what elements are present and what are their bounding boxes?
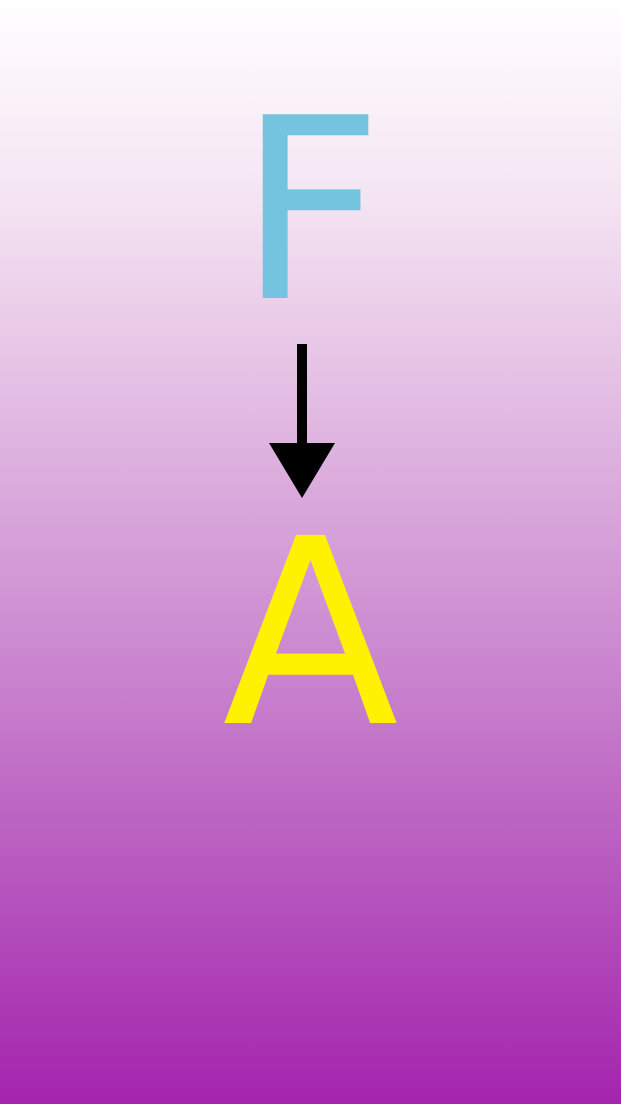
arrow-head (269, 443, 335, 498)
target-node-label: A (222, 484, 399, 784)
arrow-down-icon (269, 344, 335, 498)
source-node-label: F (238, 65, 383, 358)
